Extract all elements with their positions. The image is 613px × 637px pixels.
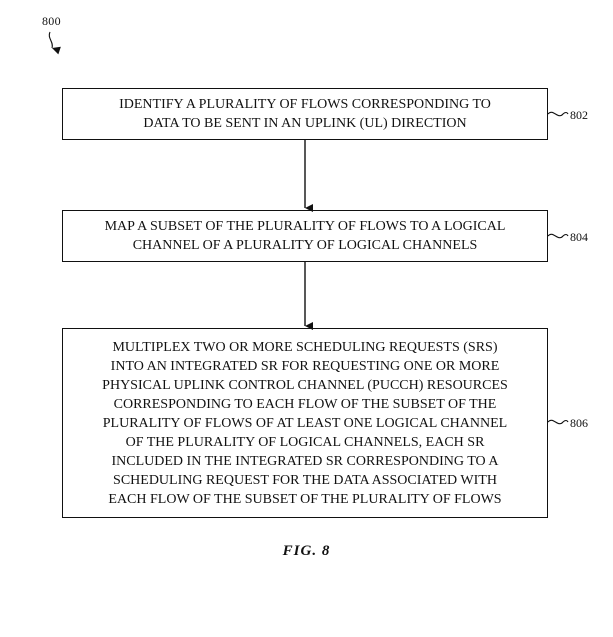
step-box-804: MAP A SUBSET OF THE PLURALITY OF FLOWS T… (62, 210, 548, 262)
figure-number-arrow (48, 31, 61, 55)
ref-leader-802 (547, 111, 569, 117)
step-ref-806: 806 (570, 416, 588, 430)
step-box-802: IDENTIFY A PLURALITY OF FLOWS CORRESPOND… (62, 88, 548, 140)
figure-number: 800 (42, 14, 61, 28)
figure-caption: FIG. 8 (282, 543, 331, 559)
ref-leader-806 (547, 419, 569, 425)
step-box-806: MULTIPLEX TWO OR MORE SCHEDULING REQUEST… (62, 328, 548, 518)
step-ref-802: 802 (570, 108, 588, 122)
ref-leader-804 (547, 233, 569, 239)
step-ref-804: 804 (570, 230, 588, 244)
